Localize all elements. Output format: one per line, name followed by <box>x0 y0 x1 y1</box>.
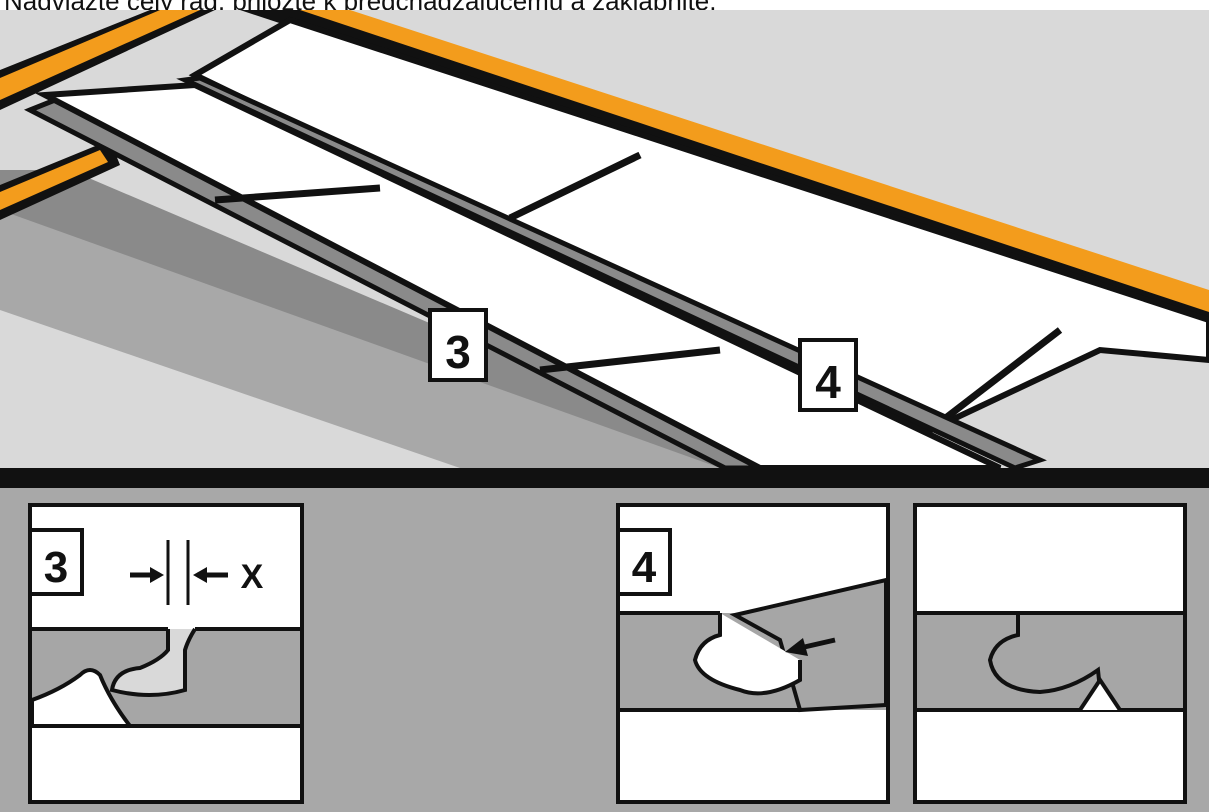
detail-box-3: X 3 <box>30 505 302 802</box>
gap-label: X <box>241 558 264 596</box>
detail-box-locked <box>915 505 1185 802</box>
perspective-floor-scene: 3 4 <box>0 10 1209 468</box>
callout-3-label: 3 <box>445 326 471 378</box>
callout-4-label: 4 <box>815 356 841 408</box>
detail-box-4: 4 <box>618 505 888 802</box>
detail-3-number: 3 <box>44 543 68 592</box>
section-divider <box>0 468 1209 488</box>
detail-4-number: 4 <box>632 543 657 592</box>
